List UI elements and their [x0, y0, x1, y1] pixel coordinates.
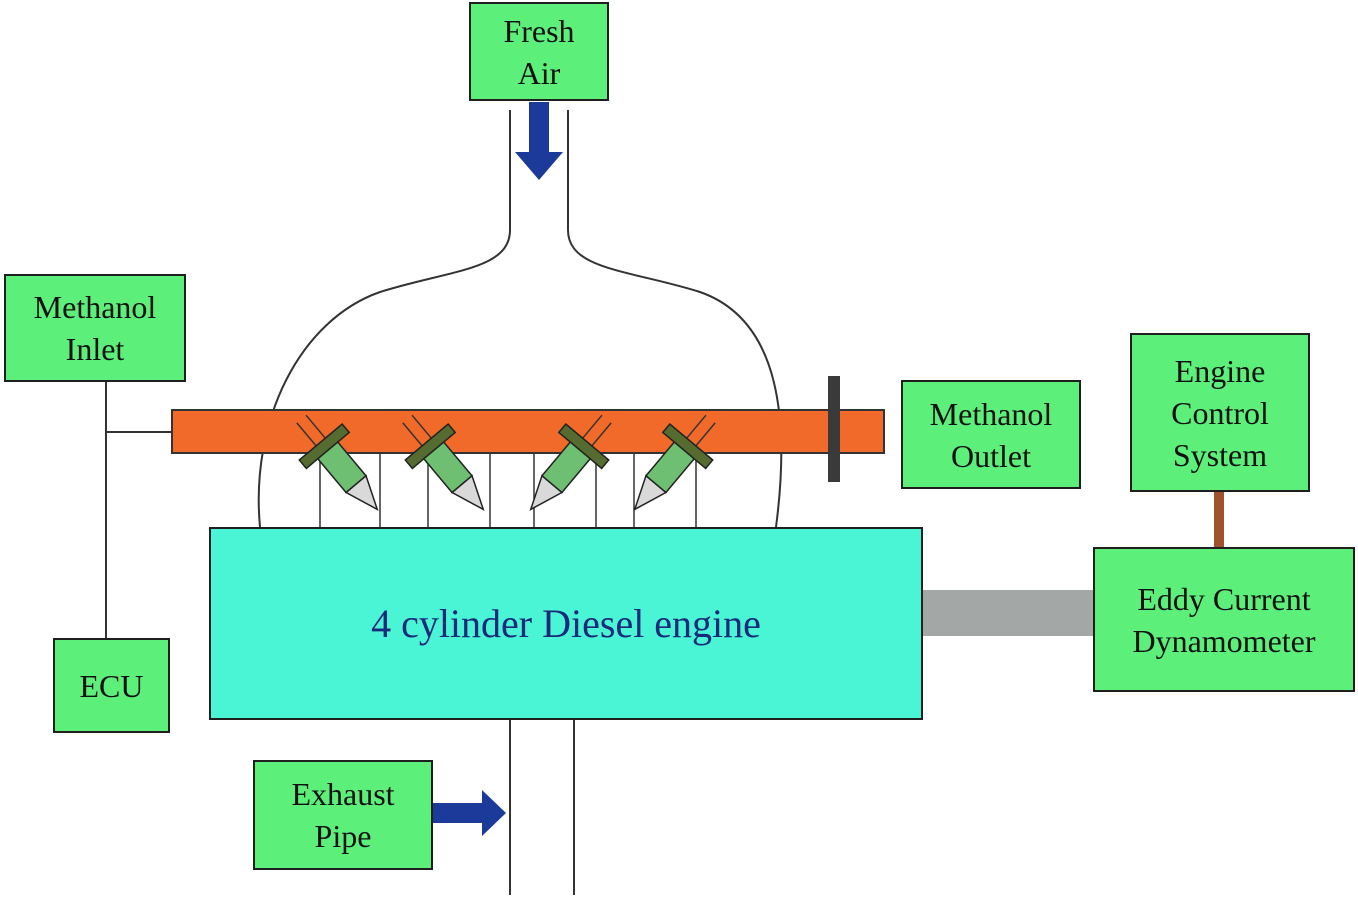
- intake-runners: [319, 452, 697, 527]
- methanol-outlet-box: Methanol Outlet: [901, 380, 1081, 489]
- control-link: [1214, 490, 1224, 548]
- injector-2-icon: [402, 414, 485, 511]
- fresh-air-box: Fresh Air: [469, 2, 609, 101]
- ecu-label: ECU: [79, 667, 144, 704]
- dynamometer-line-2: Dynamometer: [1132, 622, 1316, 659]
- methanol-fuel-rail: [171, 409, 885, 454]
- injector-3-icon: [529, 414, 612, 511]
- fresh-air-line-1: Fresh: [503, 12, 575, 49]
- methanol-inlet-line-2: Inlet: [65, 331, 125, 367]
- exhaust-line-2: Pipe: [314, 818, 372, 854]
- fresh-air-arrow: [515, 102, 563, 180]
- methanol-outlet-line-1: Methanol: [929, 395, 1053, 432]
- fresh-air-line-2: Air: [517, 54, 561, 91]
- engine-control-line-2: Control: [1171, 394, 1269, 431]
- methanol-inlet-line-1: Methanol: [33, 289, 157, 325]
- intake-manifold-left: [257, 110, 511, 528]
- rail-end-cap-icon: [828, 376, 840, 482]
- injector-1-icon: [296, 414, 379, 511]
- drive-shaft: [922, 590, 1095, 636]
- exhaust-arrow: [432, 790, 506, 836]
- engine-control-line-3: System: [1172, 436, 1268, 473]
- dynamometer-box: Eddy Current Dynamometer: [1093, 547, 1355, 692]
- engine-label: 4 cylinder Diesel engine: [371, 601, 761, 646]
- exhaust-pipe-box: Exhaust Pipe: [253, 760, 433, 870]
- exhaust-line-1: Exhaust: [291, 776, 395, 812]
- engine-control-line-1: Engine: [1174, 352, 1266, 389]
- dynamometer-line-1: Eddy Current: [1137, 580, 1311, 617]
- methanol-outlet-line-2: Outlet: [951, 437, 1031, 474]
- methanol-inlet-box: Methanol Inlet: [4, 274, 186, 382]
- diesel-engine-block: 4 cylinder Diesel engine: [209, 527, 923, 720]
- ecu-box: ECU: [53, 638, 170, 733]
- engine-control-system-box: Engine Control System: [1130, 333, 1310, 492]
- injector-4-icon: [633, 414, 716, 511]
